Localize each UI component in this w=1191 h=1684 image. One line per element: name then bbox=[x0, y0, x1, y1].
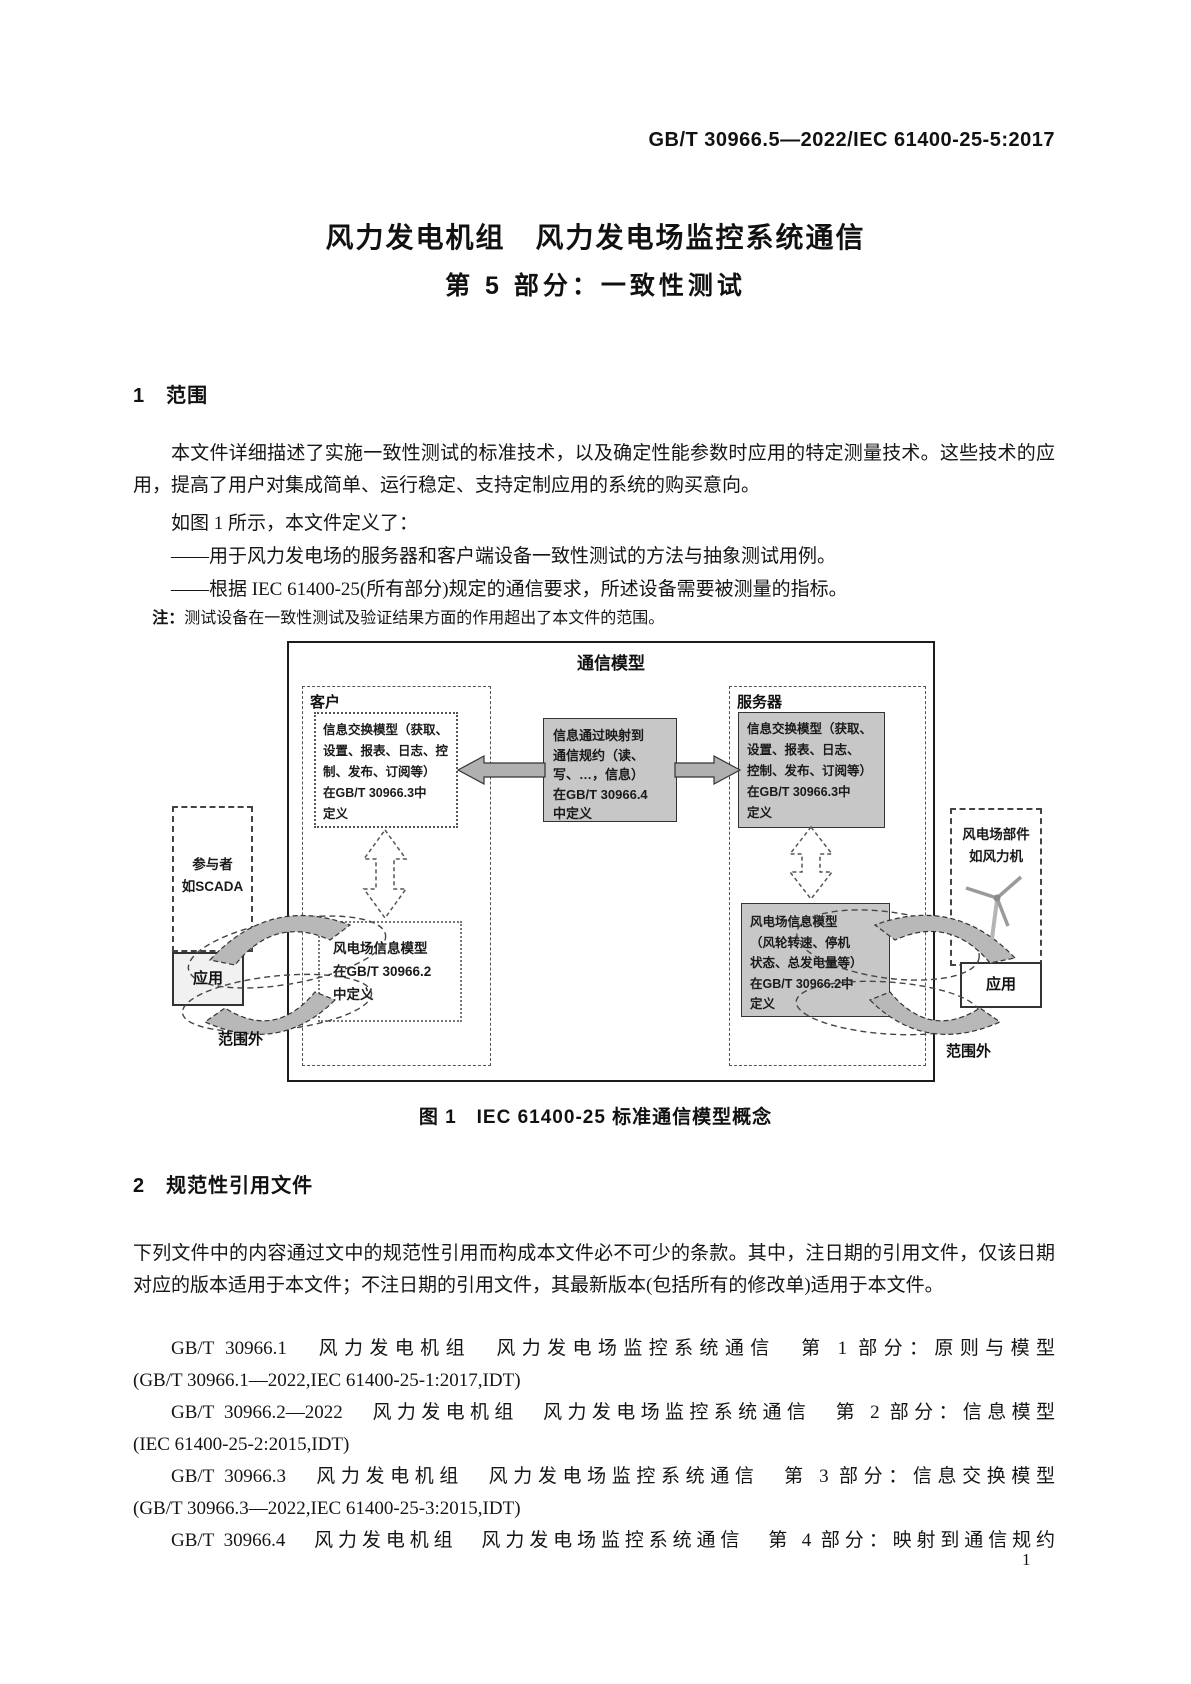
note-label: 注： bbox=[152, 610, 185, 627]
server-wind-farm-info-model-box: 风电场信息模型 （风轮转速、停机 状态、总发电量等） 在GB/T 30966.2… bbox=[741, 903, 890, 1017]
server-zone-label: 服务器 bbox=[737, 694, 783, 711]
reference-item-detail: (GB/T 30966.3—2022,IEC 61400-25-3:2015,I… bbox=[133, 1498, 521, 1519]
client-info-exchange-model-box: 信息交换模型（获取、 设置、报表、日志、控 制、发布、订阅等） 在GB/T 30… bbox=[314, 712, 458, 828]
section-2-heading: 2 规范性引用文件 bbox=[133, 1175, 314, 1197]
page-number: 1 bbox=[1022, 1550, 1031, 1569]
right-application-box: 应用 bbox=[960, 962, 1042, 1008]
out-of-scope-label-left: 范围外 bbox=[218, 1031, 264, 1048]
document-title-line2: 第 5 部分：一致性测试 bbox=[445, 272, 746, 300]
reference-item: GB/T 30966.1 风力发电机组 风力发电场监控系统通信 第 1 部分：原… bbox=[171, 1338, 1055, 1359]
refs-intro-paragraph: 下列文件中的内容通过文中的规范性引用而构成本文件必不可少的条款。其中，注日期的引… bbox=[133, 1243, 1055, 1296]
reference-item: GB/T 30966.3 风力发电机组 风力发电场监控系统通信 第 3 部分：信… bbox=[171, 1466, 1055, 1487]
wind-farm-component-box: 风电场部件 如风力机 bbox=[950, 808, 1042, 966]
reference-item-detail: (GB/T 30966.1—2022,IEC 61400-25-1:2017,I… bbox=[133, 1370, 521, 1391]
client-wind-farm-info-model-box: 风电场信息模型 在GB/T 30966.2 中定义 bbox=[318, 921, 462, 1022]
standard-code-header: GB/T 30966.5—2022/IEC 61400-25-5:2017 bbox=[648, 129, 1055, 151]
server-zone-box bbox=[729, 686, 926, 1066]
scope-paragraph-1: 本文件详细描述了实施一致性测试的标准技术，以及确定性能参数时应用的特定测量技术。… bbox=[133, 443, 1055, 496]
reference-item: GB/T 30966.2—2022 风力发电机组 风力发电场监控系统通信 第 2… bbox=[171, 1402, 1055, 1423]
scope-note: 注：测试设备在一致性测试及验证结果方面的作用超出了本文件的范围。 bbox=[133, 607, 1055, 631]
out-of-scope-label-right: 范围外 bbox=[946, 1043, 992, 1060]
document-title-line1: 风力发电机组 风力发电场监控系统通信 bbox=[325, 222, 866, 253]
section-1-heading: 1 范围 bbox=[133, 385, 209, 407]
client-zone-label: 客户 bbox=[310, 694, 341, 711]
reference-item: GB/T 30966.4 风力发电机组 风力发电场监控系统通信 第 4 部分：映… bbox=[171, 1530, 1055, 1551]
actor-scada-box: 参与者 如SCADA bbox=[172, 806, 253, 952]
figure-caption: 图 1 IEC 61400-25 标准通信模型概念 bbox=[418, 1107, 773, 1128]
left-application-box: 应用 bbox=[172, 952, 244, 1006]
scope-paragraph-2: 如图 1 所示，本文件定义了： bbox=[171, 513, 419, 534]
scope-dash-item-1: ——用于风力发电场的服务器和客户端设备一致性测试的方法与抽象测试用例。 bbox=[171, 546, 837, 567]
figure-title: 通信模型 bbox=[577, 654, 645, 673]
server-info-exchange-model-box: 信息交换模型（获取、 设置、报表、日志、 控制、发布、订阅等） 在GB/T 30… bbox=[738, 712, 885, 828]
scope-dash-item-2: ——根据 IEC 61400-25(所有部分)规定的通信要求，所述设备需要被测量… bbox=[171, 579, 848, 600]
reference-item-detail: (IEC 61400-25-2:2015,IDT) bbox=[133, 1434, 350, 1455]
client-zone-box bbox=[302, 686, 491, 1066]
note-text: 测试设备在一致性测试及验证结果方面的作用超出了本文件的范围。 bbox=[184, 610, 665, 627]
mapping-protocol-box: 信息通过映射到 通信规约（读、 写、…，信息） 在GB/T 30966.4 中定… bbox=[543, 718, 677, 822]
